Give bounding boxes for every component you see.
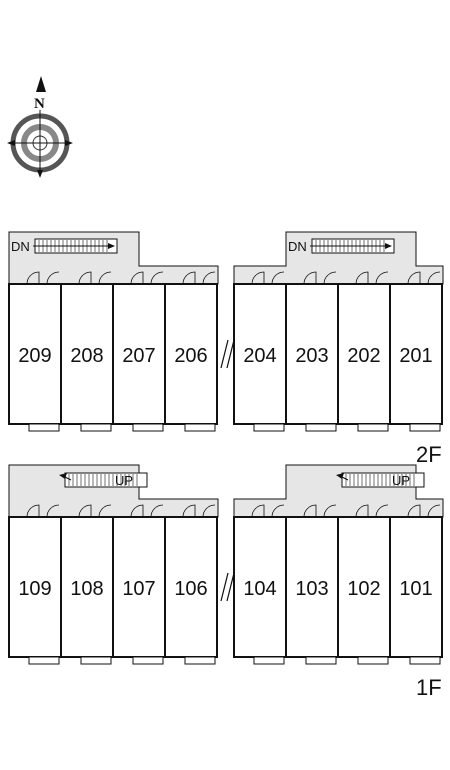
door-icon [78,271,92,285]
room-number: 206 [174,345,207,367]
door-icon [355,504,369,518]
door-icon [355,271,369,285]
staircase [341,472,425,488]
door-icon [427,271,441,285]
door-icon [46,504,60,518]
door-icon [78,504,92,518]
room-number: 104 [243,578,276,600]
room-number: 109 [18,578,51,600]
break-mark [220,339,229,369]
door-icon [182,271,196,285]
floor-1F: UP 109 108 107 106 UP 104 103 102 101 1F [8,464,444,700]
staircase [64,472,148,488]
room-108 [60,516,114,658]
door-icon [407,504,421,518]
room-104 [233,516,287,658]
room-number: 102 [347,578,380,600]
room-107 [112,516,166,658]
balcony [357,423,389,432]
room-101 [389,516,443,658]
balcony [28,656,60,665]
room-number: 208 [70,345,103,367]
stair-label: DN [288,239,307,254]
balcony [28,423,60,432]
room-number: 204 [243,345,276,367]
stair-label: UP [392,473,410,488]
balcony [409,423,441,432]
door-icon [323,504,337,518]
door-icon [323,271,337,285]
balcony [253,423,285,432]
room-number: 207 [122,345,155,367]
room-number: 106 [174,578,207,600]
balcony [357,656,389,665]
stair-label: UP [115,473,133,488]
compass-rose-icon: N [7,76,73,178]
floor-label: 1F [416,675,442,700]
door-icon [46,271,60,285]
door-icon [251,504,265,518]
balcony [305,656,337,665]
room-102 [337,516,391,658]
door-icon [303,504,317,518]
stair-label: DN [11,239,30,254]
balcony [80,656,112,665]
room-number: 101 [399,578,432,600]
door-icon [375,504,389,518]
balcony [184,423,216,432]
door-icon [407,271,421,285]
floor-2F: DN 209 208 207 206 DN 204 203 202 201 2F [8,231,444,467]
room-number: 202 [347,345,380,367]
room-209 [8,283,62,425]
room-number: 201 [399,345,432,367]
balcony [409,656,441,665]
room-106 [164,516,218,658]
door-icon [427,504,441,518]
door-icon [150,504,164,518]
room-206 [164,283,218,425]
balcony [132,423,164,432]
door-icon [98,504,112,518]
break-mark [226,339,235,369]
room-203 [285,283,339,425]
door-icon [251,271,265,285]
room-number: 108 [70,578,103,600]
break-mark [226,572,235,602]
door-icon [130,504,144,518]
room-number: 107 [122,578,155,600]
room-number: 103 [295,578,328,600]
door-icon [130,271,144,285]
door-icon [375,271,389,285]
door-icon [202,271,216,285]
door-icon [271,271,285,285]
room-204 [233,283,287,425]
door-icon [202,504,216,518]
balcony [132,656,164,665]
break-mark [220,572,229,602]
door-icon [150,271,164,285]
room-207 [112,283,166,425]
door-icon [303,271,317,285]
room-number: 203 [295,345,328,367]
door-icon [26,504,40,518]
room-number: 209 [18,345,51,367]
door-icon [26,271,40,285]
balcony [184,656,216,665]
north-label: N [34,96,45,112]
room-201 [389,283,443,425]
door-icon [271,504,285,518]
door-icon [98,271,112,285]
balcony [80,423,112,432]
floor-label: 2F [416,442,442,467]
balcony [305,423,337,432]
door-icon [182,504,196,518]
balcony [253,656,285,665]
